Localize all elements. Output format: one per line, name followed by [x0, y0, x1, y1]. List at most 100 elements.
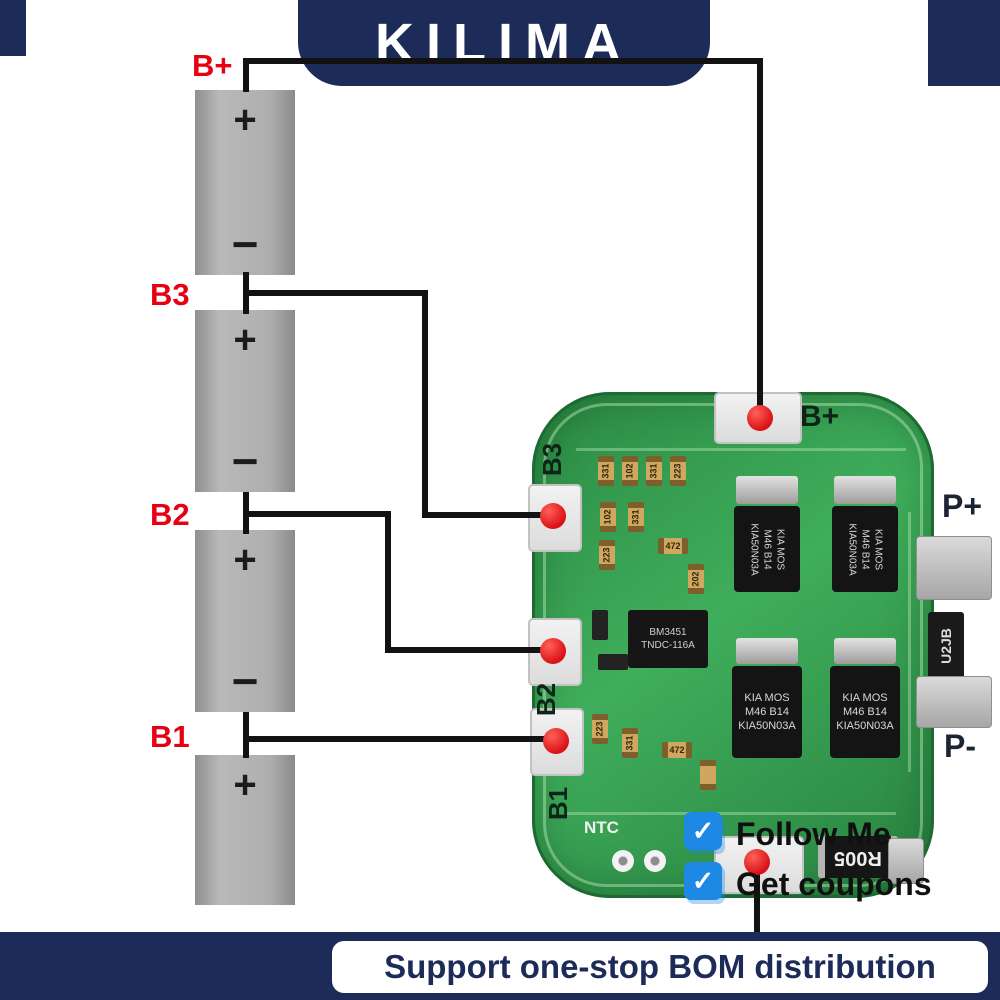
smd-code: 202 — [691, 571, 701, 587]
pad-p-plus — [916, 536, 992, 600]
mosfet3-line3: KIA50N03A — [738, 720, 796, 733]
regulator-label: U2JB — [937, 628, 954, 664]
solder-dot-b1 — [543, 728, 569, 754]
smd-capacitor — [598, 654, 628, 670]
brand-banner: KILIMA — [298, 0, 710, 86]
smd-resistor — [700, 760, 716, 790]
smd-capacitor — [592, 610, 608, 640]
wire-b2-horizontal-2 — [385, 647, 557, 653]
smd-resistor: 472 — [658, 538, 688, 554]
follow-check-icon: ✓ — [684, 812, 722, 850]
mosfet2-line3: KIA50N03A — [846, 522, 858, 576]
cell1-minus-terminal: − — [231, 218, 259, 270]
mosfet4-line3: KIA50N03A — [836, 720, 894, 733]
pad-p-minus — [916, 676, 992, 728]
wire-b1-horizontal — [243, 736, 559, 742]
brand-name: KILIMA — [375, 13, 633, 73]
wire-b2-horizontal-1 — [243, 511, 391, 517]
smd-resistor: 331 — [628, 502, 644, 532]
smd-code: 223 — [595, 721, 605, 737]
smd-code: 223 — [602, 547, 612, 563]
coupons-check-icon: ✓ — [684, 862, 722, 900]
silk-b2-label: B2 — [531, 682, 562, 717]
mosfet3-line1: KIA MOS — [744, 691, 790, 704]
wire-label-b1: B1 — [150, 719, 190, 754]
smd-code: 331 — [649, 463, 659, 479]
corner-accent-top-right — [928, 0, 1000, 86]
battery-cell-2: + − — [195, 310, 295, 492]
smd-resistor: 223 — [599, 540, 615, 570]
get-coupons-label: Get coupons — [736, 866, 932, 902]
smd-code: 472 — [665, 541, 681, 551]
mosfet1: KIA MOS M46 B14 KIA50N03A — [734, 506, 800, 592]
smd-resistor: 102 — [622, 456, 638, 486]
solder-pad-bottom-right — [888, 838, 924, 884]
wire-b2-vertical — [385, 511, 391, 653]
solder-dot-b3 — [540, 503, 566, 529]
ntc-hole-1 — [612, 850, 634, 872]
wire-b3-horizontal-2 — [422, 512, 556, 518]
smd-code: 331 — [631, 509, 641, 525]
wire-bplus-stub — [243, 58, 249, 92]
check-glyph: ✓ — [691, 866, 715, 896]
cell4-plus-terminal: + — [233, 763, 257, 807]
ic-line2: TNDC-116A — [641, 640, 695, 651]
smd-resistor: 223 — [592, 714, 608, 744]
wire-label-b2: B2 — [150, 497, 190, 532]
cell1-plus-terminal: + — [233, 98, 257, 142]
smd-resistor: 472 — [662, 742, 692, 758]
smd-resistor: 331 — [622, 728, 638, 758]
mosfet4-line1: KIA MOS — [842, 691, 888, 704]
cell3-minus-terminal: − — [231, 655, 259, 707]
battery-cell-1: + − — [195, 90, 295, 275]
wire-b3-vertical — [422, 290, 428, 518]
solder-dot-b-minus — [744, 849, 770, 875]
wire-b1-junction — [243, 712, 249, 758]
corner-accent-top-left — [0, 0, 26, 56]
solder-dot-b-plus — [747, 405, 773, 431]
mosfet3: KIA MOS M46 B14 KIA50N03A — [732, 666, 802, 758]
mosfet1-line3: KIA50N03A — [748, 522, 760, 576]
silk-ntc-label: NTC — [584, 818, 619, 837]
smd-resistor: 202 — [688, 564, 704, 594]
silk-p-minus-label: P- — [944, 728, 976, 764]
ic-line1: BM3451 — [649, 626, 687, 638]
mosfet2-line2: M46 B14 — [859, 528, 871, 570]
check-glyph: ✓ — [691, 816, 715, 846]
mosfet1-line2: M46 B14 — [761, 528, 773, 570]
follow-me-label: Follow Me — [736, 816, 891, 852]
smd-code: 102 — [603, 509, 613, 525]
smd-resistor: 331 — [598, 456, 614, 486]
mosfet4-line2: M46 B14 — [842, 705, 887, 718]
pcb-trace-top — [576, 448, 906, 451]
footer-text: Support one-stop BOM distribution — [384, 948, 936, 985]
smd-code: 331 — [625, 735, 635, 751]
mosfet4: KIA MOS M46 B14 KIA50N03A — [830, 666, 900, 758]
footer-pill: Support one-stop BOM distribution — [332, 941, 988, 993]
smd-code: 472 — [669, 745, 685, 755]
wire-label-b3: B3 — [150, 277, 190, 312]
ntc-hole-2 — [644, 850, 666, 872]
silk-b1-label: B1 — [543, 786, 574, 821]
silk-p-plus-label: P+ — [942, 488, 983, 524]
smd-resistor: 102 — [600, 502, 616, 532]
battery-cell-3: + − — [195, 530, 295, 712]
smd-code: 102 — [625, 463, 635, 479]
silk-b3-label: B3 — [537, 442, 568, 477]
smd-code: 223 — [673, 463, 683, 479]
protection-ic: BM3451 TNDC-116A — [628, 610, 708, 668]
silk-b-plus-label: B+ — [800, 400, 840, 433]
battery-cell-4: + — [195, 755, 295, 905]
solder-dot-b2 — [540, 638, 566, 664]
mosfet2-tab — [834, 476, 896, 504]
mosfet2: KIA MOS M46 B14 KIA50N03A — [832, 506, 898, 592]
mosfet1-line1: KIA MOS — [774, 528, 786, 570]
cell2-plus-terminal: + — [233, 318, 257, 362]
smd-resistor: 223 — [670, 456, 686, 486]
mosfet3-tab — [736, 638, 798, 664]
mosfet4-tab — [834, 638, 896, 664]
wire-b3-horizontal-1 — [243, 290, 428, 296]
wire-bminus-vertical — [754, 868, 760, 934]
pcb-trace-right — [908, 512, 911, 772]
